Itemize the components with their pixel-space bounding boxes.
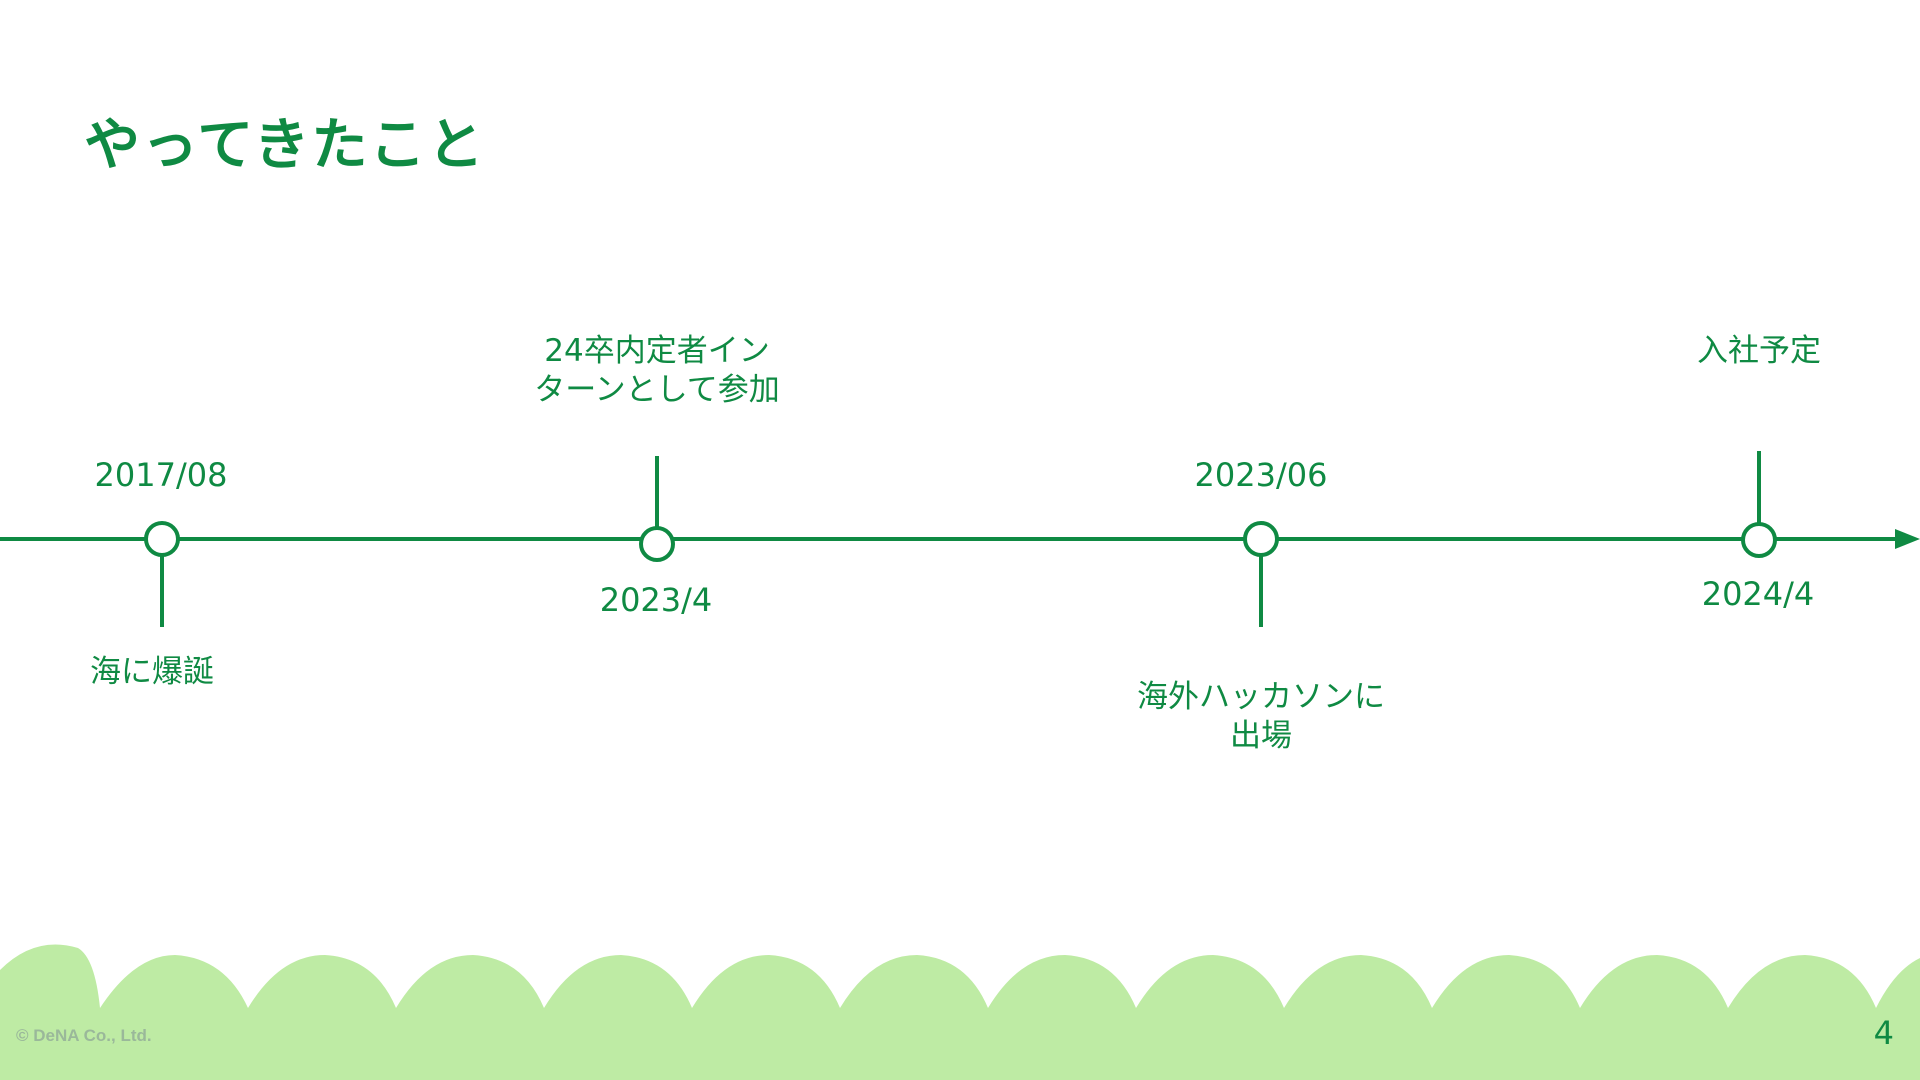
event-description-4: 入社予定 <box>1697 333 1821 369</box>
event-marker-3 <box>1243 521 1279 557</box>
grass-shape <box>0 944 1920 1080</box>
page-title: やってきたこと <box>84 113 486 178</box>
copyright-text: © DeNA Co., Ltd. <box>16 1026 152 1045</box>
grass-decoration <box>0 944 1920 1080</box>
event-date-4: 2024/4 <box>1701 575 1815 613</box>
event-description-2: 24卒内定者イン ターンとして参加 <box>534 333 780 408</box>
event-date-2: 2023/4 <box>599 581 713 619</box>
page-number: 4 <box>1873 1014 1894 1052</box>
event-date-1: 2017/08 <box>94 456 228 494</box>
event-description-3: 海外ハッカソンに 出場 <box>1137 679 1385 754</box>
timeline-arrow-icon <box>1895 529 1920 549</box>
event-date-3: 2023/06 <box>1194 456 1328 494</box>
event-marker-1 <box>144 521 180 557</box>
event-marker-2 <box>639 526 675 562</box>
event-marker-4 <box>1741 522 1777 558</box>
event-description-1: 海に爆誕 <box>90 654 214 690</box>
